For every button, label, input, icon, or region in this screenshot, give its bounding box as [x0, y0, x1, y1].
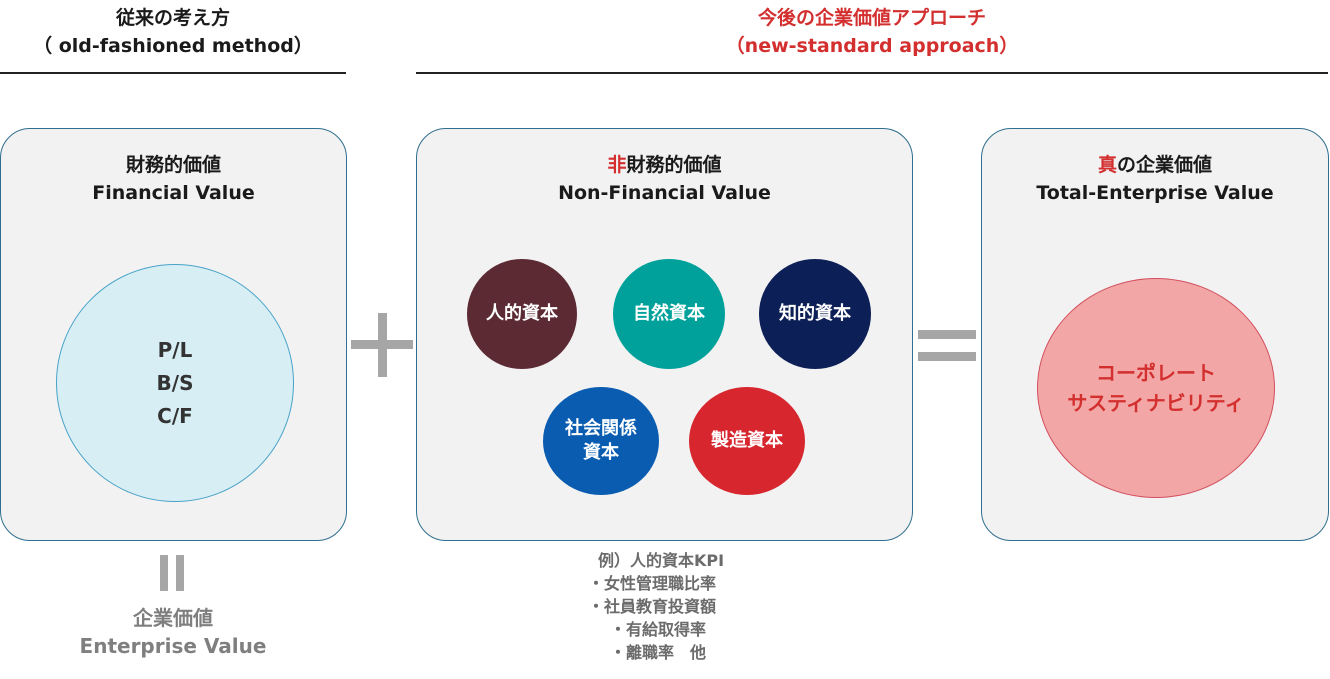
financial-value-title-jp: 財務的価値 — [125, 154, 221, 176]
example-line-4: ・有給取得率 — [610, 620, 707, 639]
financial-statements-circle: P/L B/S C/F — [56, 264, 294, 502]
financial-value-title-en: Financial Value — [92, 182, 255, 204]
non-financial-value-title: 非財務的価値 Non-Financial Value — [417, 151, 912, 207]
example-line-3: ・社員教育投資額 — [588, 597, 717, 616]
enterprise-value-caption: 企業価値 Enterprise Value — [0, 604, 346, 660]
equals-top-bar — [918, 330, 976, 339]
non-financial-value-title-en: Non-Financial Value — [558, 182, 771, 204]
enterprise-value-en: Enterprise Value — [79, 634, 267, 658]
financial-value-title: 財務的価値 Financial Value — [1, 151, 346, 207]
enterprise-value-jp: 企業価値 — [133, 606, 213, 630]
statement-cf: C/F — [157, 403, 193, 428]
left-header-rule — [0, 72, 346, 74]
corporate-sustainability-line1: コーポレート — [1096, 361, 1216, 385]
capital-manufactured: 製造資本 — [689, 387, 805, 495]
statement-bs: B/S — [156, 370, 194, 395]
capital-manufactured-label: 製造資本 — [711, 430, 783, 451]
true-prefix: 真 — [1097, 154, 1117, 176]
capital-natural: 自然資本 — [613, 259, 725, 369]
non-prefix: 非 — [607, 154, 627, 176]
right-header-rule — [416, 72, 1328, 74]
non-financial-value-title-jp: 非財務的価値 — [417, 151, 912, 179]
human-capital-kpi-example: 例）人的資本KPI ・女性管理職比率 ・社員教育投資額 ・有給取得率 ・離職率 … — [580, 549, 800, 664]
total-enterprise-value-title-jp: 真の企業価値 — [982, 151, 1328, 179]
total-enterprise-value-title-en: Total-Enterprise Value — [1036, 182, 1274, 204]
example-line-1: 例）人的資本KPI — [598, 551, 725, 570]
capital-intellectual-label: 知的資本 — [779, 303, 851, 324]
capital-social: 社会関係 資本 — [543, 387, 659, 495]
example-line-2: ・女性管理職比率 — [588, 574, 717, 593]
financial-value-panel: 財務的価値 Financial Value P/L B/S C/F — [0, 128, 347, 541]
equals-operator — [918, 330, 976, 362]
capital-human-label: 人的資本 — [486, 303, 558, 324]
right-header-subtitle: （new-standard approach） — [725, 35, 1019, 57]
capital-intellectual: 知的資本 — [759, 259, 871, 369]
corporate-sustainability-circle: コーポレート サスティナビリティ — [1037, 278, 1275, 498]
non-financial-title-rest: 財務的価値 — [626, 154, 722, 176]
plus-vertical-bar — [378, 313, 387, 377]
left-header-subtitle: （ old-fashioned method） — [33, 35, 313, 57]
vertical-equals-left-bar — [160, 555, 168, 591]
total-title-rest: の企業価値 — [1117, 154, 1213, 176]
capital-social-label-line1: 社会関係 — [565, 418, 637, 439]
vertical-equals-right-bar — [176, 555, 184, 591]
statement-pl: P/L — [157, 337, 193, 362]
left-header-title: 従来の考え方 — [115, 7, 230, 29]
capital-natural-label: 自然資本 — [633, 303, 705, 324]
total-enterprise-value-title: 真の企業価値 Total-Enterprise Value — [982, 151, 1328, 207]
total-enterprise-value-panel: 真の企業価値 Total-Enterprise Value コーポレート サステ… — [981, 128, 1329, 541]
plus-operator — [351, 313, 413, 377]
left-header: 従来の考え方 （ old-fashioned method） — [0, 4, 346, 60]
equals-bottom-bar — [918, 352, 976, 361]
example-line-5: ・離職率 他 — [610, 643, 707, 662]
vertical-equals-operator — [160, 555, 186, 591]
capital-human: 人的資本 — [467, 259, 577, 369]
capital-social-label-line2: 資本 — [583, 442, 619, 463]
corporate-sustainability-line2: サスティナビリティ — [1067, 391, 1245, 415]
right-header-title: 今後の企業価値アプローチ — [757, 7, 986, 29]
non-financial-value-panel: 非財務的価値 Non-Financial Value 人的資本 自然資本 知的資… — [416, 128, 913, 541]
right-header: 今後の企業価値アプローチ （new-standard approach） — [416, 4, 1328, 60]
